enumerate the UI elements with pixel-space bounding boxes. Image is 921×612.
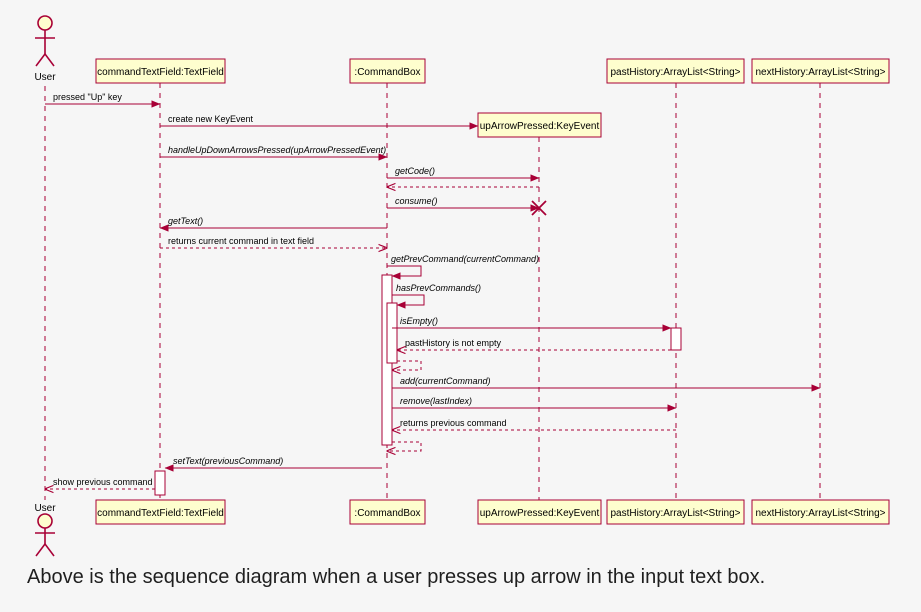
participant-label: pastHistory:ArrayList<String> [610, 508, 740, 519]
participant-label: nextHistory:ArrayList<String> [755, 67, 885, 78]
participant-keyevent-bottom: upArrowPressed:KeyEvent [477, 499, 602, 525]
message: show previous command [45, 477, 155, 489]
message: isEmpty() [392, 316, 672, 332]
message: getPrevCommand(currentCommand) [387, 254, 539, 280]
actor-user-top: User [34, 15, 56, 83]
stick-figure-icon [35, 15, 55, 67]
message: add(currentCommand) [392, 376, 821, 392]
participant-label: nextHistory:ArrayList<String> [755, 508, 885, 519]
message-arrow [392, 294, 425, 309]
message-label: create new KeyEvent [168, 114, 254, 124]
actor-label: User [34, 72, 56, 83]
participant-commandbox-bottom: :CommandBox [349, 499, 426, 525]
message-label: add(currentCommand) [400, 376, 491, 386]
message-label: returns previous command [400, 418, 507, 428]
message: getCode() [387, 166, 540, 182]
actor-label: User [34, 503, 56, 514]
message: pastHistory is not empty [397, 338, 671, 350]
message-label: pressed "Up" key [53, 92, 122, 102]
message-label: isEmpty() [400, 316, 438, 326]
participant-label: :CommandBox [354, 508, 420, 519]
participant-label: upArrowPressed:KeyEvent [480, 508, 600, 519]
message: hasPrevCommands() [392, 283, 481, 309]
message: consume() [387, 196, 547, 216]
message-label: returns current command in text field [168, 236, 314, 246]
message-label: getText() [168, 216, 203, 226]
message-label: hasPrevCommands() [396, 283, 481, 293]
message-arrow [387, 265, 422, 280]
message: handleUpDownArrowsPressed(upArrowPressed… [160, 145, 388, 161]
participant-nexthistory-top: nextHistory:ArrayList<String> [751, 58, 890, 84]
message: create new KeyEvent [160, 114, 479, 130]
activation-bar [386, 302, 398, 364]
message-arrow [392, 360, 422, 370]
activation-bar [670, 327, 682, 351]
participant-pasthistory-bottom: pastHistory:ArrayList<String> [606, 499, 745, 525]
participant-commandtextfield-top: commandTextField:TextField [95, 58, 226, 84]
participant-label: upArrowPressed:KeyEvent [480, 121, 600, 132]
message: setText(previousCommand) [164, 456, 382, 472]
participant-label: commandTextField:TextField [97, 508, 224, 519]
participant-label: commandTextField:TextField [97, 67, 224, 78]
activation-bars [154, 274, 682, 496]
message [387, 441, 422, 451]
actor-user-bottom: User [34, 503, 56, 557]
message-label: show previous command [53, 477, 153, 487]
message: getText() [159, 216, 387, 232]
message-label: pastHistory is not empty [405, 338, 502, 348]
sequence-diagram: commandTextField:TextField :CommandBox p… [34, 15, 890, 557]
message-label: getPrevCommand(currentCommand) [391, 254, 539, 264]
message: returns previous command [392, 418, 676, 430]
destroy-icon [531, 200, 547, 216]
message: remove(lastIndex) [392, 396, 677, 412]
message-label: handleUpDownArrowsPressed(upArrowPressed… [168, 145, 386, 155]
participant-nexthistory-bottom: nextHistory:ArrayList<String> [751, 499, 890, 525]
message: pressed "Up" key [45, 92, 161, 108]
message-label: getCode() [395, 166, 435, 176]
message-arrow [387, 441, 422, 451]
participant-pasthistory-top: pastHistory:ArrayList<String> [606, 58, 745, 84]
stick-figure-icon [35, 513, 55, 557]
message-label: setText(previousCommand) [173, 456, 283, 466]
activation-bar [154, 470, 166, 496]
participant-label: pastHistory:ArrayList<String> [610, 67, 740, 78]
diagram-caption: Above is the sequence diagram when a use… [27, 566, 766, 588]
participant-commandtextfield-bottom: commandTextField:TextField [95, 499, 226, 525]
message-label: consume() [395, 196, 438, 206]
participant-label: :CommandBox [354, 67, 420, 78]
message-label: remove(lastIndex) [400, 396, 472, 406]
participant-commandbox-top: :CommandBox [349, 58, 426, 84]
message: returns current command in text field [160, 236, 387, 248]
participant-keyevent-created: upArrowPressed:KeyEvent [477, 112, 602, 138]
message [392, 360, 422, 370]
